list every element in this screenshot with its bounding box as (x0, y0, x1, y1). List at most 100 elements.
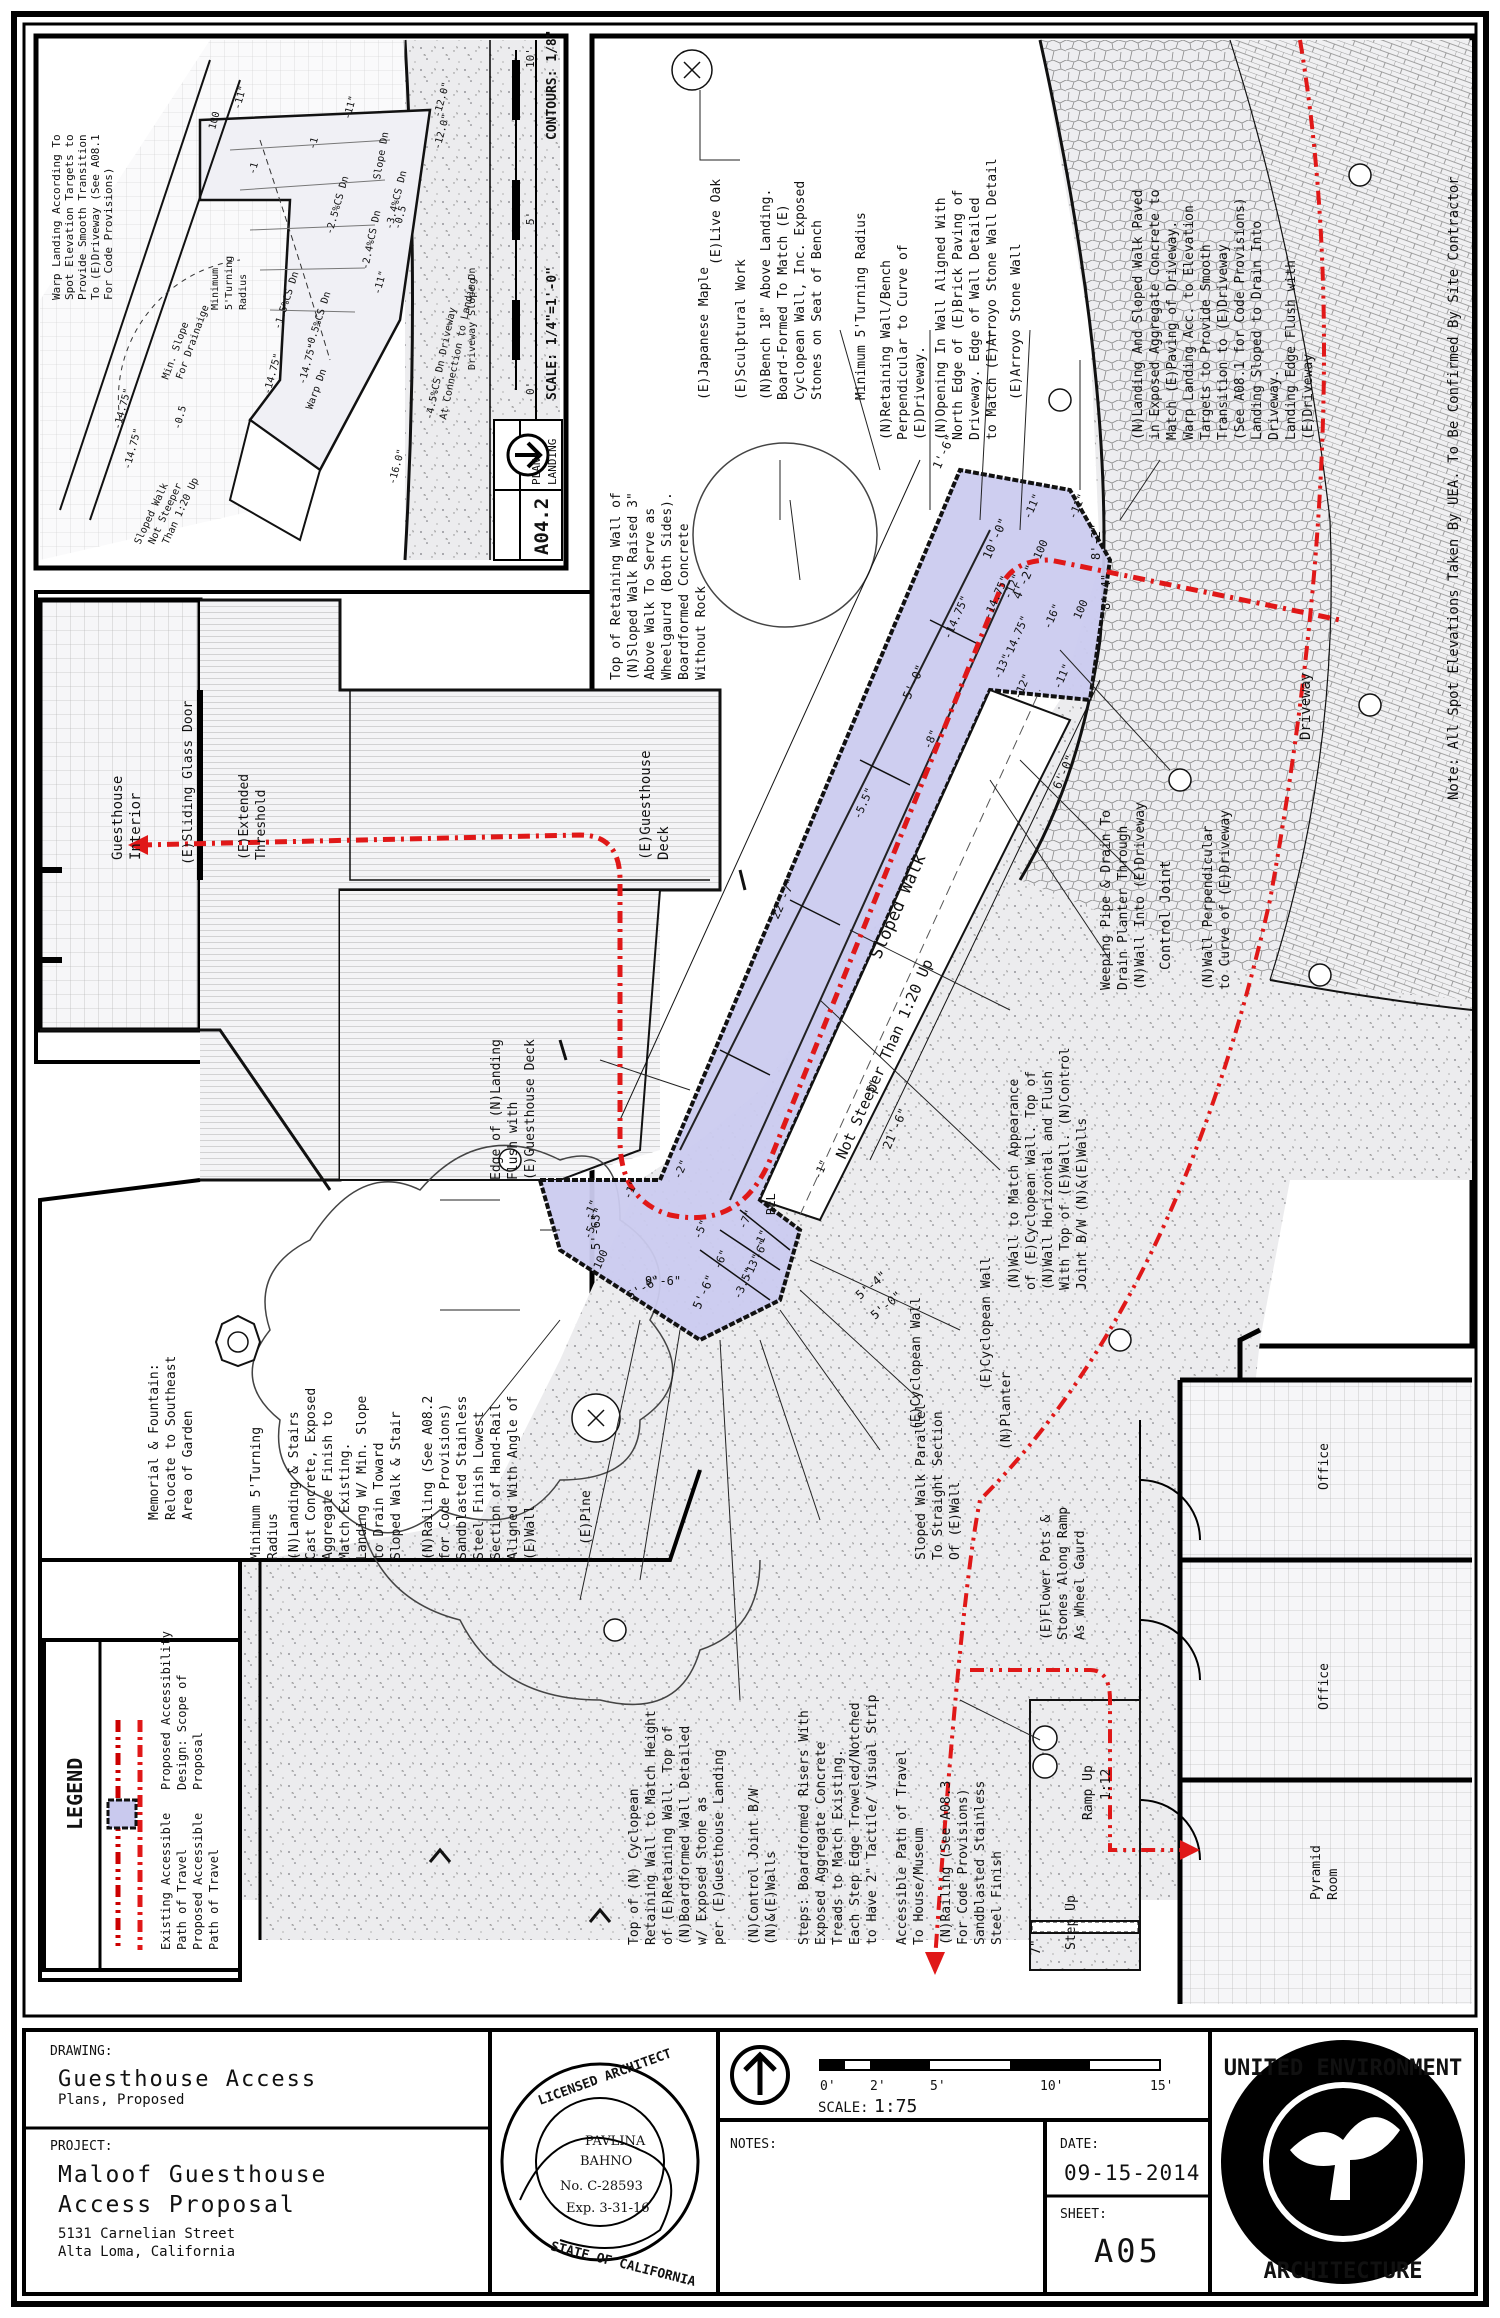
callout-turning-radius: Minimum 5'Turning Radius (854, 212, 869, 400)
callout-memorial: Area of Garden (181, 1410, 196, 1520)
callout-planter: (N)Planter (999, 1372, 1014, 1450)
callout-retaining-perp: (N)Retaining Wall/Bench (879, 260, 894, 440)
scale-value: 1:75 (874, 2096, 917, 2117)
callout-railing-1: (N)Railing (See A08.2 (421, 1396, 436, 1560)
inset-label: Minimum (210, 268, 221, 310)
callout-sloped-parallel: Of (E)Wall (948, 1482, 963, 1560)
callout-landing-sloped: Landing Sloped to Drain Into (1250, 221, 1265, 440)
legend-item-label: Proposed Accessible (191, 1813, 205, 1950)
callout-flower-pots: (E)Flower Pots & (1039, 1515, 1054, 1640)
inset-scale-tick: 0' (524, 382, 537, 395)
callout-landing-sloped: Targets to Provide Smooth (1199, 244, 1214, 440)
callout-opening: (N)Opening In Wall Aligned With (934, 197, 949, 440)
callout-steps: Exposed Aggregate Concrete (814, 1741, 829, 1945)
inset-elevation: 100 (207, 110, 222, 130)
stamp-text: Exp. 3-31-16 (566, 2201, 650, 2216)
title-block (22, 2028, 1478, 2296)
callout-wall-match: (N)Wall Horizontal and Flush (1041, 1071, 1056, 1290)
callout-railing-1: Section of Hand-Rail (489, 1403, 504, 1560)
main-site-plan (34, 33, 1475, 2004)
callout-landing-stairs: Landing W/ Min. Slope (355, 1395, 370, 1560)
drawing-label: DRAWING: (50, 2044, 113, 2059)
callout-opening: Driveway. Edge of Wall Detailed (968, 197, 983, 440)
legend-scope-swatch (106, 1798, 138, 1830)
callout-weeping: Drain Planter Through (1116, 826, 1131, 990)
callout-accessible-path: Accessible Path of Travel (895, 1749, 910, 1945)
callout-wall-match: of (E)Cyclopean Wall. Top of (1024, 1071, 1039, 1290)
inset-note: For Code Provisions) (102, 168, 115, 300)
stamp-text: PAVLINA (585, 2134, 646, 2149)
firm-name-top: UNITED ENVIRONMENT (1224, 2056, 1462, 2081)
sheet-number: A05 (1094, 2232, 1161, 2270)
callout-flower-pots: As Wheel Gaurd (1073, 1530, 1088, 1640)
callout-steps: to Have 2" Tactile/ Visual Strip (865, 1694, 880, 1945)
sliding-door-label: (E)Sliding Glass Door (181, 700, 196, 865)
callout-memorial: Relocate to Southeast (164, 1356, 179, 1520)
callout-steps: Steps: Boardformed Risers With (797, 1710, 812, 1945)
inset-scale-tick: 10' (524, 48, 537, 68)
callout-railing-2: For Code Provisions) (956, 1788, 971, 1945)
callout-top-cyclopean: Top of (N) Cyclopean (627, 1788, 642, 1945)
step-height-label: 7" (1029, 1939, 1044, 1955)
inset-elevation: -1 (247, 161, 261, 175)
threshold-label: (E)Extended (237, 774, 252, 860)
proposed-accessible-path (933, 39, 1326, 1961)
callout-cyclopean-wall: (E)Cyclopean Wall (979, 1257, 994, 1390)
inset-plan-label: LANDING (546, 439, 559, 485)
ramp-slope-label: 1:12 (1099, 1769, 1114, 1800)
scale-tick: 5' (930, 2079, 946, 2094)
rel-label: REL (764, 1193, 778, 1215)
inset-label: Driveway Slope Dn (467, 268, 478, 370)
inset-plan-label: PLAN: (530, 452, 543, 485)
callout-bench: Board-Formed To Match (E) (776, 204, 791, 400)
dimension: 8'-4" (1099, 574, 1113, 610)
callout-sloped-parallel: To Straight Section (931, 1411, 946, 1560)
drawing-title: Guesthouse Access (58, 2067, 317, 2092)
callout-railing-1: Steel Finish Lowest (472, 1411, 487, 1560)
callout-railing-1: (E)Wall (523, 1505, 538, 1560)
callout-edge-landing: Edge of (N)Landing (489, 1039, 504, 1180)
inset-note: Warp Landing According To (50, 134, 63, 300)
callout-memorial: Memorial & Fountain: (147, 1363, 162, 1520)
callout-top-retaining: Above Walk To Serve as (643, 508, 658, 680)
callout-bench: (N)Bench 18" Above Landing. (759, 189, 774, 400)
pyramid-room-label: Room (1326, 1869, 1341, 1900)
callout-top-cyclopean: of (E)Retaining Wall. Top of (661, 1726, 676, 1945)
callout-landing-stairs: Match Existing. (338, 1443, 353, 1560)
scale-tick: 2' (870, 2079, 886, 2094)
callout-landing-sloped: Driveway. (1267, 370, 1282, 440)
scale-prefix: SCALE: (818, 2100, 869, 2116)
scale-tick: 10' (1040, 2079, 1063, 2094)
callout-min-turning: Radius (266, 1513, 281, 1560)
callout-railing-2: (N)Railing (See A08.3 (939, 1781, 954, 1945)
dimension: 9'-6" (645, 1274, 681, 1288)
callout-landing-stairs: Aggregate Finish to (321, 1411, 336, 1560)
callout-retaining-perp: (E)Driveway. (913, 346, 928, 440)
legend-item-label: Path of Travel (175, 1849, 189, 1950)
callout-steps: Treads to Match Existing. (831, 1749, 846, 1945)
date-value: 09-15-2014 (1064, 2161, 1200, 2185)
callout-landing-stairs: Sloped Walk & Stair (389, 1411, 404, 1560)
scale-tick: 15' (1150, 2079, 1173, 2094)
callout-wall-match: With Top of (E)Wall. (N)Control (1058, 1047, 1073, 1290)
legend-title: LEGEND (63, 1758, 87, 1830)
legend-item-label: Proposal (191, 1732, 205, 1790)
callout-top-retaining: Top of Retaining Wall of (609, 492, 624, 680)
inset-landing-plan (33, 33, 569, 571)
legend-item-label: Path of Travel (207, 1849, 221, 1950)
inset-elevation: -1 (307, 136, 321, 150)
callout-wall-match: Joint B/W (N)&(E)Walls (1075, 1118, 1090, 1290)
callout-landing-sloped: Landing Edge Flush with (1284, 260, 1299, 440)
callout-landing-stairs: (N)Landing & Stairs (287, 1411, 302, 1560)
callout-landing-sloped: (N)Landing And Sloped Walk Paved (1131, 190, 1146, 440)
callout-edge-landing: (E)Guesthouse Deck (523, 1039, 538, 1180)
note-spot-elevations: Note: All Spot Elevations Taken By UEA. … (1446, 176, 1462, 800)
callout-railing-2: Steel Finish (990, 1851, 1005, 1945)
project-label: PROJECT: (50, 2139, 113, 2154)
callout-weeping: (N)Wall Into (E)Driveway (1133, 802, 1148, 990)
callout-landing-sloped: Warp Landing Acc. to Elevation (1182, 205, 1197, 440)
callout-pine: (E)Pine (579, 1490, 594, 1545)
guesthouse-interior-label: Guesthouse (110, 776, 126, 860)
ramp-up-label: Ramp Up (1081, 1765, 1096, 1820)
